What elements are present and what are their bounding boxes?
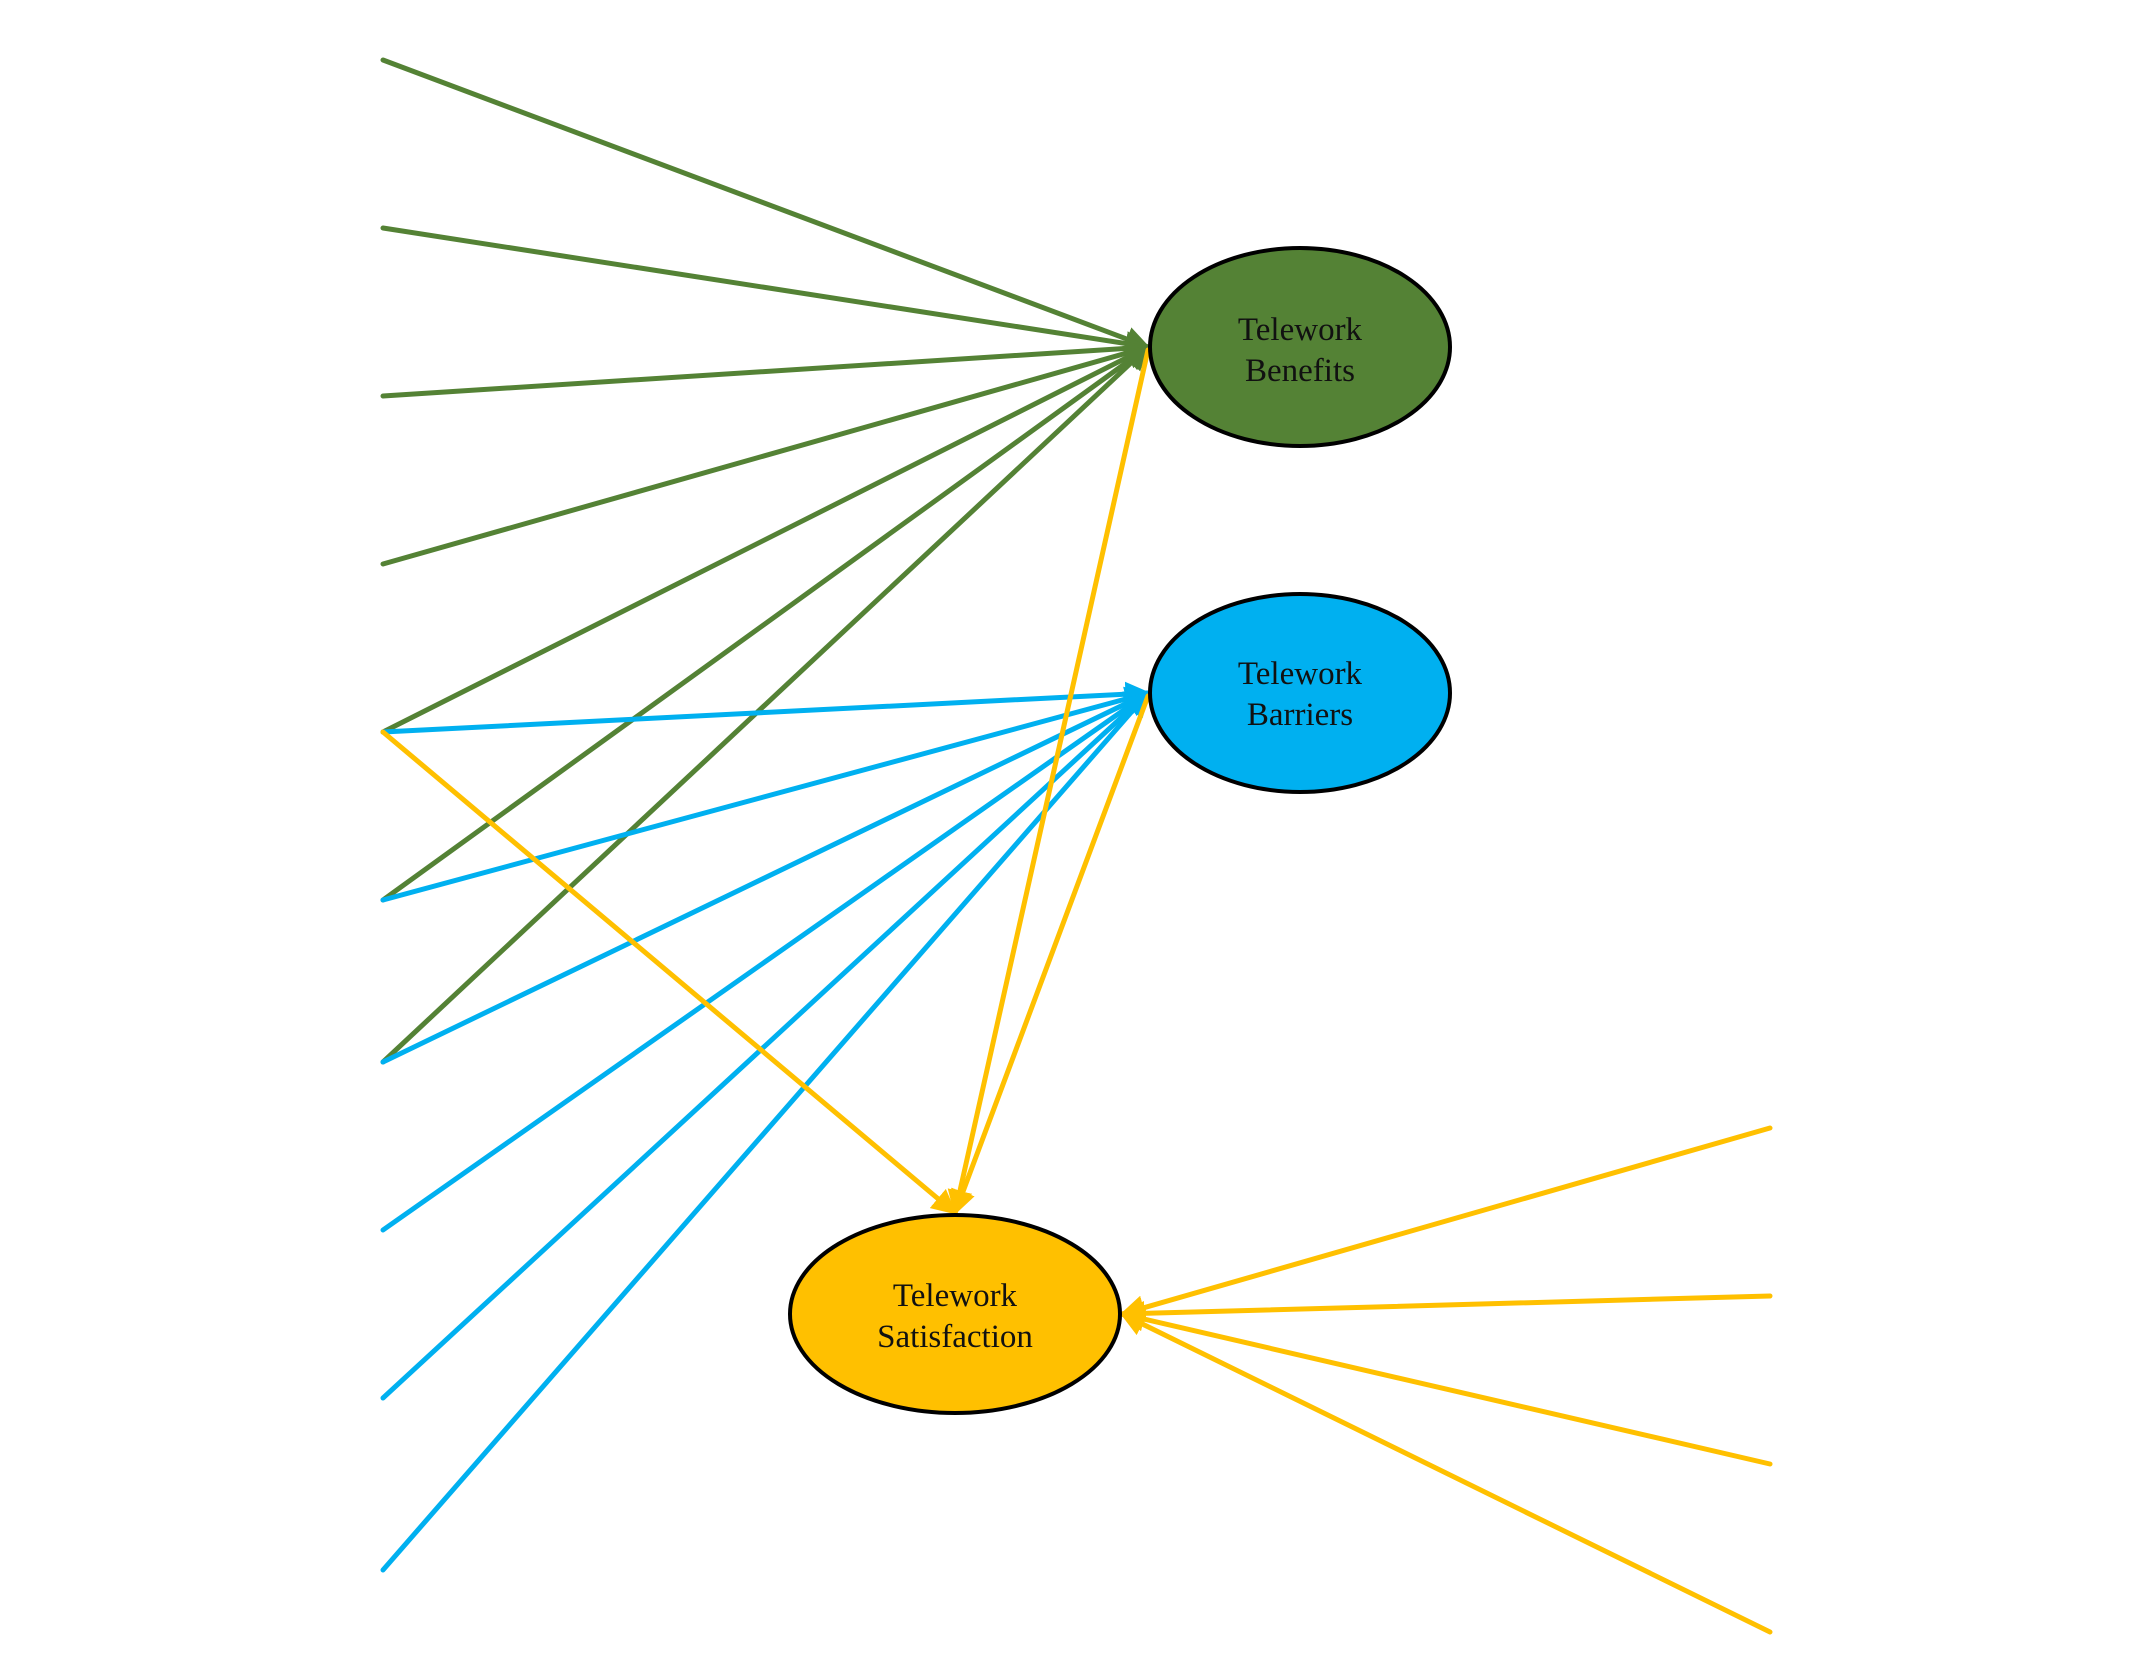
edge-right-1-to-satisfaction bbox=[1119, 1125, 1773, 1320]
edge-left-6-to-barriers bbox=[380, 686, 1151, 903]
edge-left-7-to-barriers bbox=[380, 690, 1151, 1065]
edge-right-3-to-satisfaction bbox=[1119, 1306, 1773, 1467]
edge-layer bbox=[380, 57, 1773, 1635]
barriers-ellipse bbox=[1148, 592, 1452, 794]
edge-right-2-to-satisfaction bbox=[1119, 1293, 1773, 1326]
benefits-label-line2: Benefits bbox=[1245, 353, 1355, 389]
edge-left-9-to-barriers bbox=[380, 690, 1151, 1401]
edge-left-3-to-benefits bbox=[380, 335, 1151, 399]
node-telework-barriers: Telework Barriers bbox=[1148, 592, 1452, 794]
edge-benefits-to-satisfaction bbox=[947, 347, 1151, 1216]
node-telework-satisfaction: Telework Satisfaction bbox=[788, 1213, 1122, 1415]
node-telework-benefits: Telework Benefits bbox=[1148, 246, 1452, 448]
edge-left-8-to-barriers bbox=[380, 690, 1151, 1233]
benefits-ellipse bbox=[1148, 246, 1452, 448]
edge-left-5-to-benefits bbox=[380, 344, 1151, 735]
edge-left-7-to-benefits bbox=[380, 344, 1151, 1065]
barriers-label-line2: Barriers bbox=[1247, 697, 1353, 733]
edge-left-4-to-benefits bbox=[380, 341, 1151, 567]
edge-left-10-to-barriers bbox=[380, 690, 1151, 1573]
satisfaction-label-line1: Telework bbox=[893, 1278, 1018, 1314]
satisfaction-ellipse bbox=[788, 1213, 1122, 1415]
barriers-label-line1: Telework bbox=[1238, 656, 1363, 692]
edge-left-5-to-barriers bbox=[380, 681, 1151, 735]
edge-left-6-to-benefits bbox=[380, 344, 1151, 903]
edge-left-5-to-satisfaction bbox=[380, 729, 958, 1216]
edge-right-4-to-satisfaction bbox=[1119, 1311, 1773, 1635]
edge-barriers-to-satisfaction bbox=[951, 693, 1151, 1216]
edge-left-1-to-benefits bbox=[380, 57, 1151, 351]
benefits-label-line1: Telework bbox=[1238, 312, 1363, 348]
edge-left-2-to-benefits bbox=[380, 225, 1151, 356]
satisfaction-label-line2: Satisfaction bbox=[877, 1319, 1033, 1355]
